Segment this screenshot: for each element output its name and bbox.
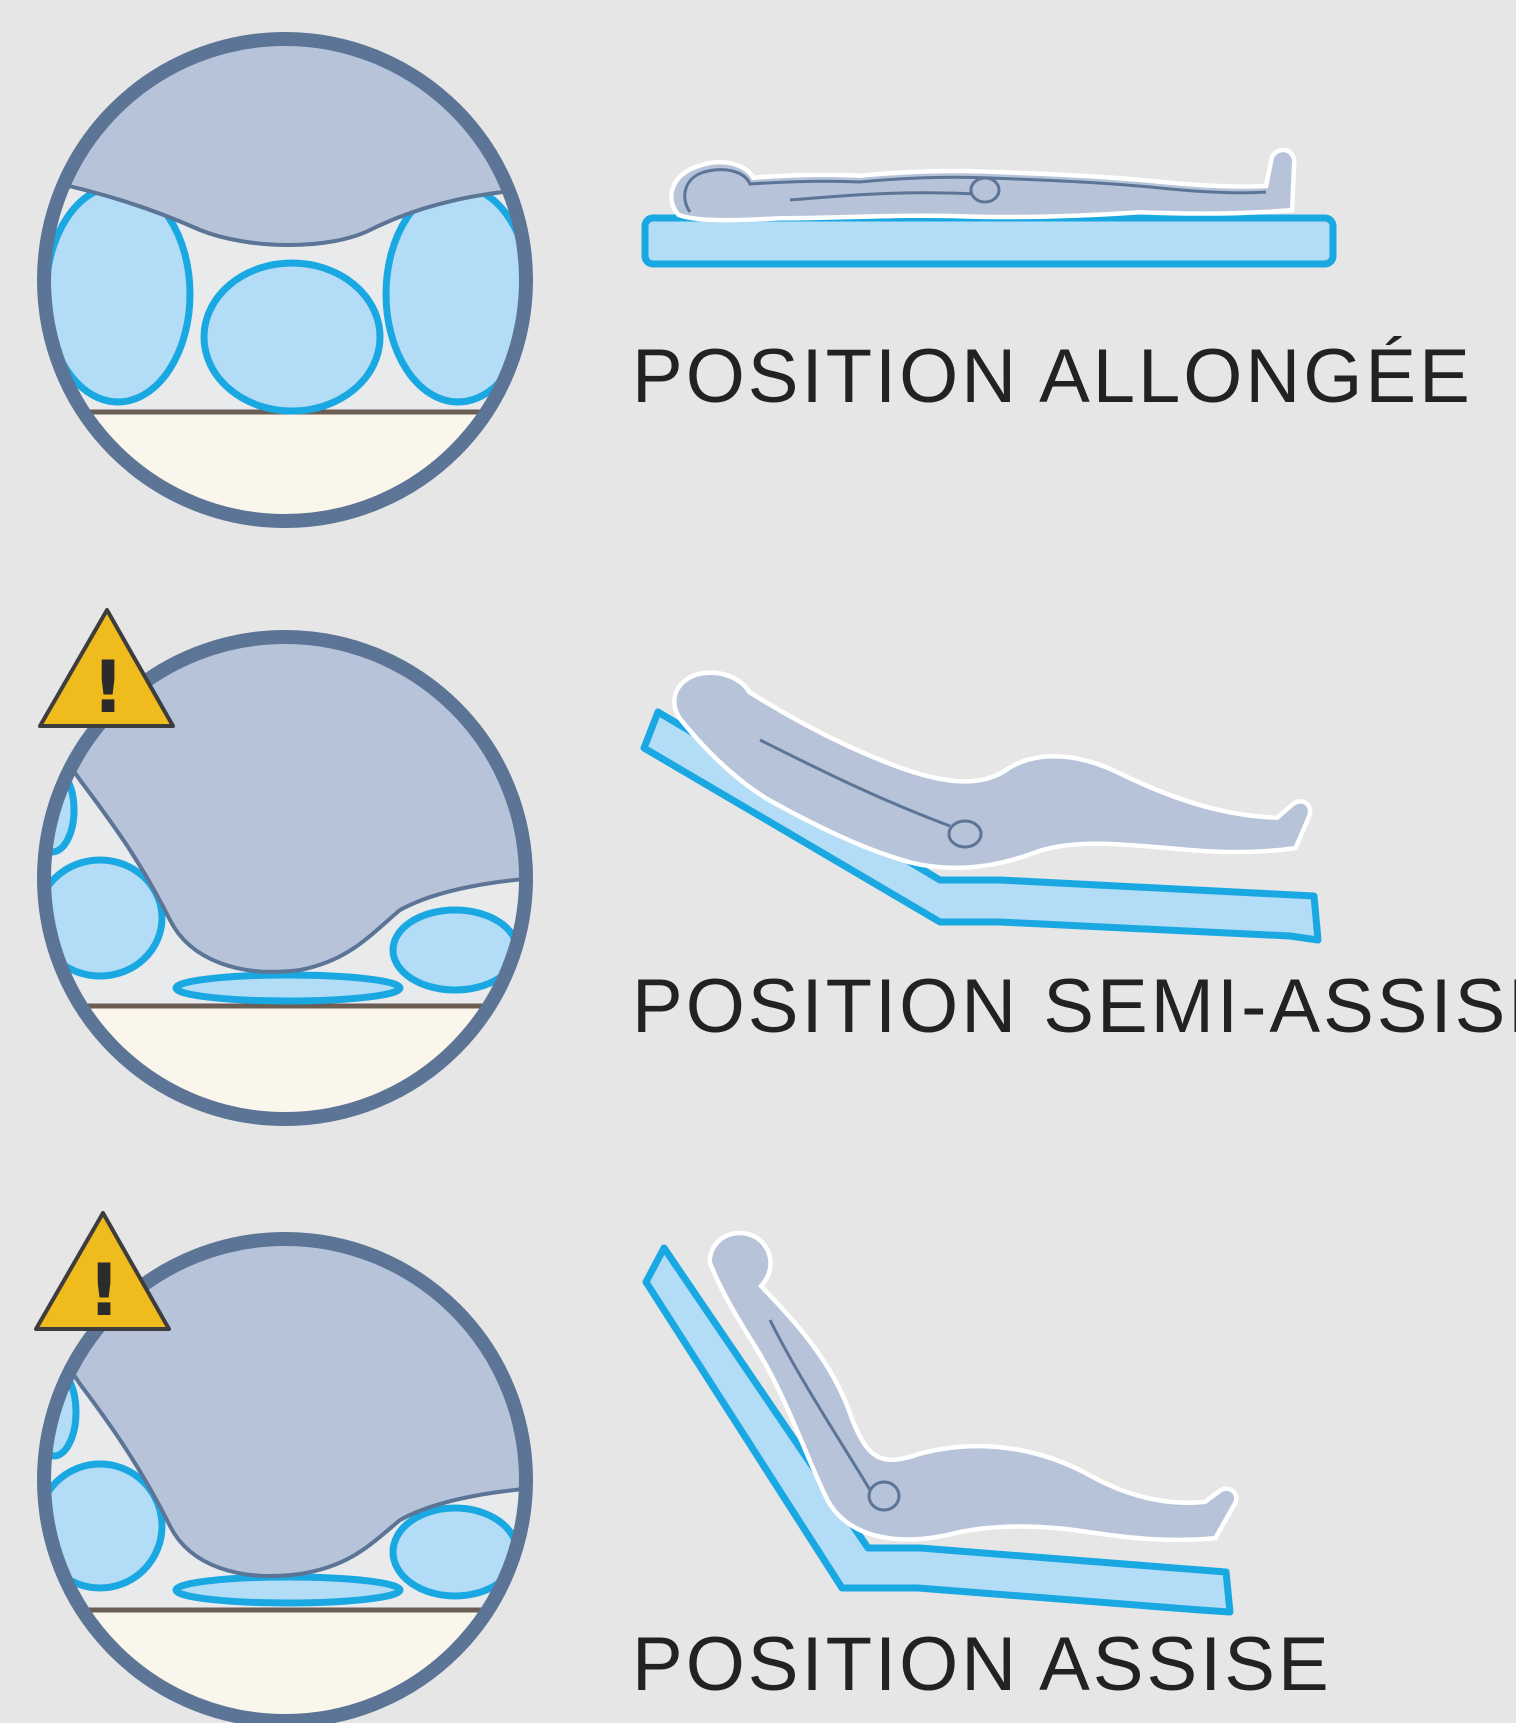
warning-sign: ! — [36, 1213, 169, 1332]
row-semi-assise: ! POSITION SEMI-ASSISE — [20, 610, 1516, 1146]
air-cell-center — [204, 263, 380, 411]
figure-assise — [646, 1235, 1234, 1612]
row-assise: ! POSITION ASSISE — [20, 1213, 1332, 1723]
warning-exclamation: ! — [92, 645, 125, 729]
air-cell-center-compressed — [176, 1577, 400, 1603]
person — [677, 675, 1308, 866]
mattress-closeup-allongee — [20, 20, 560, 552]
position-label: POSITION ALLONGÉE — [632, 334, 1473, 419]
position-label: POSITION ASSISE — [632, 1622, 1332, 1707]
row-allongee: POSITION ALLONGÉE — [20, 20, 1473, 552]
warning-exclamation: ! — [88, 1248, 121, 1332]
position-label: POSITION SEMI-ASSISE — [632, 964, 1516, 1049]
figure-allongee — [645, 152, 1333, 264]
figure-semi-assise — [644, 675, 1318, 940]
air-cell-center-compressed — [176, 975, 400, 1001]
mattress — [645, 218, 1333, 264]
